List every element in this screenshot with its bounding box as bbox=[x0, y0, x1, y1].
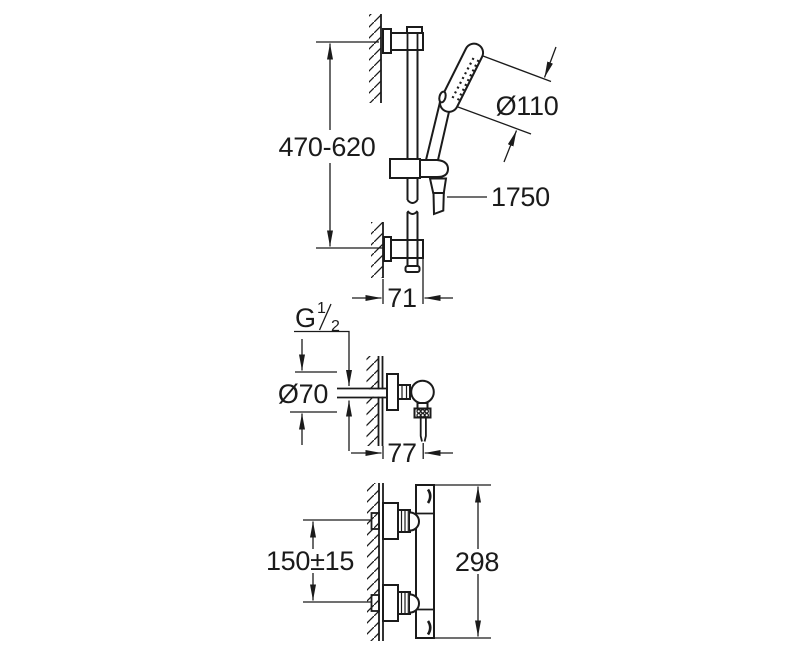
rail-holder bbox=[389, 158, 450, 179]
dim-inlet-spacing: 150±15 bbox=[266, 519, 371, 603]
dim-bar-height-range: 470-620 bbox=[279, 41, 384, 249]
upper-wall-bracket bbox=[382, 26, 424, 54]
hose-tube bbox=[432, 192, 445, 216]
shower-rail-view: 470-620 Ø110 1750 71 bbox=[279, 14, 559, 313]
wall-hatching-top bbox=[369, 14, 382, 103]
thread-label-denominator: 2 bbox=[331, 318, 340, 335]
valve-knob bbox=[410, 379, 435, 405]
dim-wall-distance-77: 77 bbox=[351, 438, 453, 468]
dim-body-height-label: 298 bbox=[455, 547, 499, 577]
dim-rosette-diameter-label: Ø70 bbox=[278, 379, 328, 409]
dim-wall-distance-77-label: 77 bbox=[387, 438, 416, 468]
hex-nut bbox=[397, 384, 411, 400]
outlet-tube bbox=[419, 417, 427, 442]
dim-hose-length-label: 1750 bbox=[491, 182, 550, 212]
handle-button bbox=[438, 90, 447, 104]
rosette bbox=[386, 373, 399, 411]
dim-wall-distance-71-label: 71 bbox=[387, 283, 416, 313]
dim-thread-size: G 1 2 bbox=[294, 300, 352, 451]
wall-hatching-bottom bbox=[367, 483, 384, 641]
thread-label-numerator: 1 bbox=[317, 300, 326, 317]
dim-inlet-spacing-label: 150±15 bbox=[266, 546, 354, 576]
spray-face-nozzles-2 bbox=[451, 57, 475, 100]
hand-shower-head bbox=[438, 42, 485, 113]
dim-bar-height-range-label: 470-620 bbox=[279, 132, 376, 162]
dim-rosette-diameter: Ø70 bbox=[278, 339, 337, 445]
valve-body bbox=[386, 373, 435, 442]
dim-head-diameter-label: Ø110 bbox=[496, 91, 559, 121]
fraction-slash bbox=[318, 303, 332, 331]
lower-inlet-union bbox=[370, 584, 420, 622]
thermostat-body bbox=[415, 484, 435, 639]
hose-cone-nut bbox=[428, 177, 448, 194]
dim-wall-distance-71: 71 bbox=[352, 259, 453, 313]
thermostat-view: 150±15 298 bbox=[266, 483, 499, 641]
dim-head-diameter: Ø110 bbox=[457, 46, 559, 163]
supply-pipe bbox=[337, 387, 390, 399]
valve-side-view: G 1 2 Ø70 77 bbox=[278, 300, 453, 468]
dim-body-height: 298 bbox=[435, 484, 499, 639]
wall-hatching-top2 bbox=[371, 222, 384, 278]
upper-inlet-union bbox=[370, 502, 420, 540]
thread-label-main: G bbox=[295, 303, 316, 333]
hand-shower bbox=[424, 42, 485, 161]
wall-hatching-middle bbox=[366, 356, 384, 446]
lower-wall-bracket bbox=[383, 236, 424, 262]
dim-hose-length: 1750 bbox=[447, 182, 550, 212]
shower-hose bbox=[428, 177, 448, 216]
